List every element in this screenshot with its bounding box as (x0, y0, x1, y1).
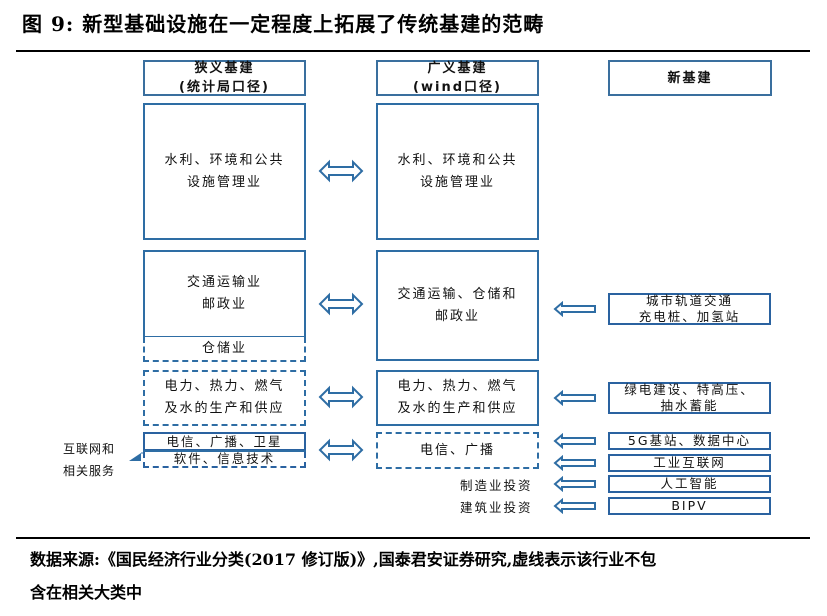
broad-telecom-box: 电信、广播 (376, 432, 539, 469)
narrow-utilities-label: 电力、热力、燃气 及水的生产和供应 (164, 379, 285, 416)
ai-left-arrow-icon (553, 476, 596, 492)
new-ai-box: 人工智能 (608, 475, 771, 493)
narrow-transport-label: 交通运输业 邮政业 (186, 275, 262, 312)
utilities-bidirectional-arrow-icon (318, 385, 364, 409)
footnote-line-1: 数据来源:《国民经济行业分类(2017 修订版)》,国泰君安证券研究,虚线表示该… (30, 550, 657, 569)
bottom-rule (16, 537, 810, 539)
transport-bidirectional-arrow-icon (318, 292, 364, 316)
new-industrial-internet-label: 工业互联网 (653, 455, 726, 470)
header-broad-label: 广义基建 (wind口径) (413, 61, 502, 95)
broad-utilities-box: 电力、热力、燃气 及水的生产和供应 (376, 370, 539, 426)
narrow-telecom-divider (143, 450, 306, 452)
bipv-left-arrow-icon (553, 498, 596, 514)
construction-investment-label: 建筑业投资 (460, 500, 533, 515)
new-bipv-box: BIPV (608, 497, 771, 515)
footnote-line-2: 含在相关大类中 (30, 583, 143, 602)
figure-title: 图 9: 新型基础设施在一定程度上拓展了传统基建的范畴 (22, 12, 545, 36)
narrow-software-excluded-box: 软件、信息技术 (143, 451, 306, 468)
manufacturing-investment-label: 制造业投资 (460, 478, 533, 493)
internet-services-pointer-icon (129, 452, 144, 461)
green-power-left-arrow-icon (553, 390, 596, 406)
narrow-transport-box: 交通运输业 邮政业 (143, 250, 306, 338)
narrow-software-label: 软件、信息技术 (173, 451, 276, 466)
broad-transport-label: 交通运输、仓储和 邮政业 (397, 286, 518, 324)
new-rail-charging-box: 城市轨道交通 充电桩、加氢站 (608, 293, 771, 325)
rail-charging-left-arrow-icon (553, 301, 596, 317)
new-5g-datacenter-box: 5G基站、数据中心 (608, 432, 771, 450)
top-rule (16, 50, 810, 52)
internet-services-label: 互联网和 相关服务 (63, 442, 116, 478)
water-bidirectional-arrow-icon (318, 159, 364, 183)
broad-water-label: 水利、环境和公共 设施管理业 (397, 152, 518, 190)
narrow-water-label: 水利、环境和公共 设施管理业 (164, 152, 285, 190)
header-new-infrastructure: 新基建 (608, 60, 772, 96)
industrial-internet-left-arrow-icon (553, 455, 596, 471)
narrow-warehousing-excluded-box: 仓储业 (143, 337, 306, 362)
broad-water-box: 水利、环境和公共 设施管理业 (376, 103, 539, 240)
new-ai-label: 人工智能 (660, 476, 719, 491)
new-rail-charging-label: 城市轨道交通 充电桩、加氢站 (638, 293, 741, 324)
broad-transport-box: 交通运输、仓储和 邮政业 (376, 250, 539, 361)
new-5g-datacenter-label: 5G基站、数据中心 (627, 433, 752, 448)
header-new-label: 新基建 (667, 70, 713, 86)
broad-utilities-label: 电力、热力、燃气 及水的生产和供应 (397, 379, 518, 416)
narrow-telecom-box: 电信、广播、卫星 (143, 432, 306, 451)
header-narrow-infrastructure: 狭义基建 (统计局口径) (143, 60, 306, 96)
broad-telecom-label: 电信、广播 (419, 442, 495, 458)
new-bipv-label: BIPV (671, 498, 708, 513)
header-broad-infrastructure: 广义基建 (wind口径) (376, 60, 539, 96)
new-industrial-internet-box: 工业互联网 (608, 454, 771, 472)
new-green-power-box: 绿电建设、特高压、 抽水蓄能 (608, 382, 771, 414)
narrow-warehousing-label: 仓储业 (201, 340, 247, 356)
narrow-water-box: 水利、环境和公共 设施管理业 (143, 103, 306, 240)
telecom-bidirectional-arrow-icon (318, 438, 364, 462)
header-narrow-label: 狭义基建 (统计局口径) (179, 61, 270, 95)
new-green-power-label: 绿电建设、特高压、 抽水蓄能 (624, 382, 755, 413)
narrow-utilities-box: 电力、热力、燃气 及水的生产和供应 (143, 370, 306, 426)
narrow-telecom-label: 电信、广播、卫星 (166, 433, 283, 449)
5g-datacenter-left-arrow-icon (553, 433, 596, 449)
